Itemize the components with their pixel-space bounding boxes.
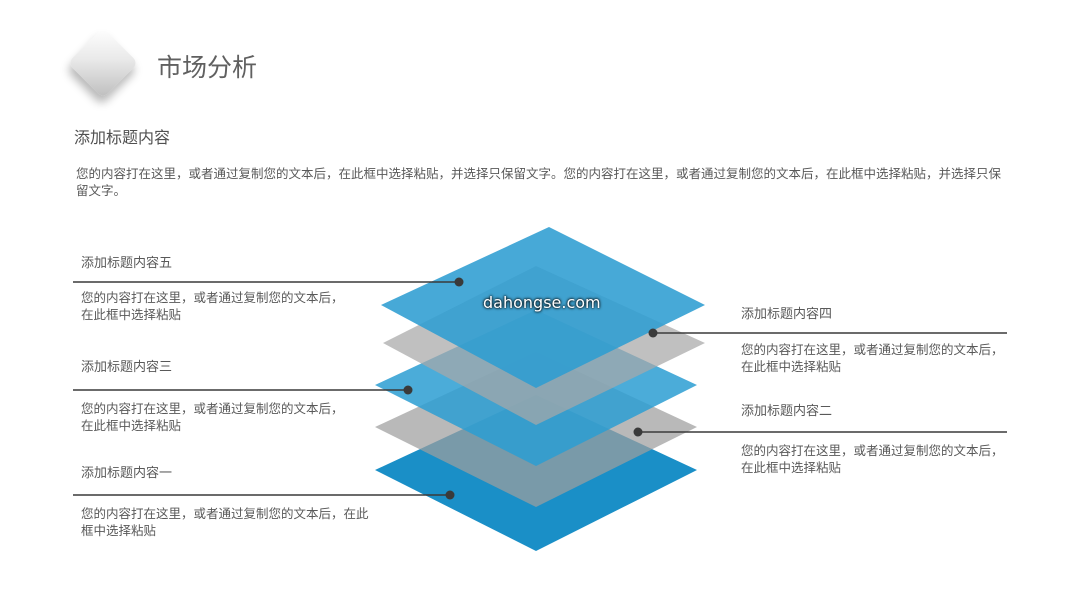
connector-dot-1 — [445, 490, 455, 500]
connector-dot-4 — [648, 328, 658, 338]
item-4-desc: 您的内容打在这里，或者通过复制您的文本后，在此框中选择粘贴 — [741, 342, 1004, 374]
item-1-desc: 您的内容打在这里，或者通过复制您的文本后，在此框中选择粘贴 — [81, 506, 369, 538]
item-3-title: 添加标题内容三 — [81, 360, 173, 375]
item-5-desc: 您的内容打在这里，或者通过复制您的文本后，在此框中选择粘贴 — [81, 290, 344, 322]
item-5-title: 添加标题内容五 — [81, 256, 173, 271]
connector-dot-5 — [454, 277, 464, 287]
item-2-desc: 您的内容打在这里，或者通过复制您的文本后，在此框中选择粘贴 — [741, 443, 1004, 475]
item-3-desc: 您的内容打在这里，或者通过复制您的文本后，在此框中选择粘贴 — [81, 401, 344, 433]
item-4-title: 添加标题内容四 — [741, 307, 833, 322]
connector-dot-2 — [633, 427, 643, 437]
item-1-title: 添加标题内容一 — [81, 466, 173, 481]
connector-dot-3 — [403, 385, 413, 395]
section-body: 您的内容打在这里，或者通过复制您的文本后，在此框中选择粘贴，并选择只保留文字。您… — [76, 166, 1002, 198]
item-2-title: 添加标题内容二 — [741, 404, 833, 419]
section-title: 添加标题内容 — [74, 128, 171, 147]
page-title: 市场分析 — [157, 53, 258, 82]
layer-5 — [381, 227, 705, 388]
watermark: dahongse.com — [483, 293, 601, 312]
